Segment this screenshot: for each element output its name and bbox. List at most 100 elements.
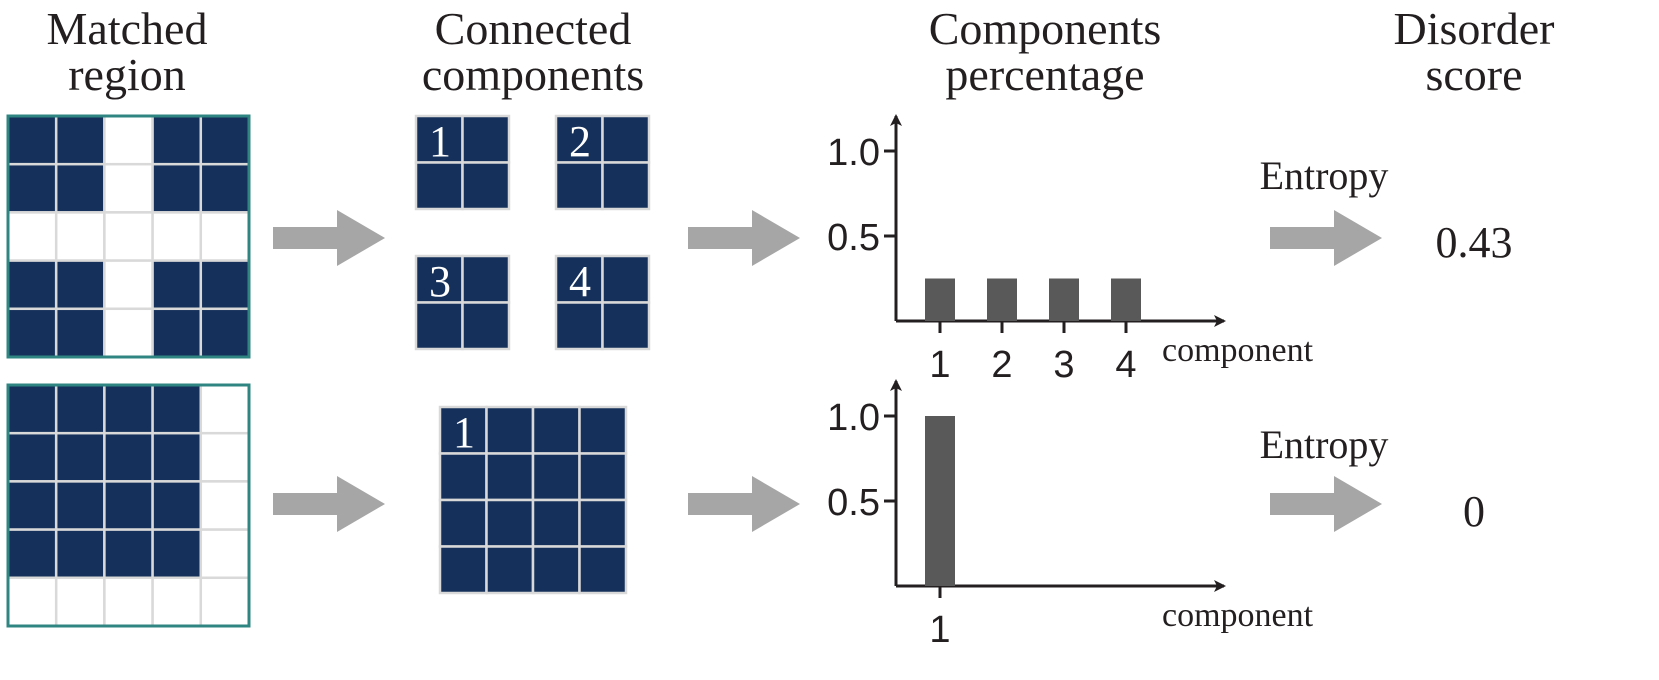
entropy-label: Entropy bbox=[1260, 153, 1389, 198]
filled-cell bbox=[54, 431, 106, 483]
empty-cell bbox=[199, 211, 251, 262]
x-tick-label: 3 bbox=[1053, 344, 1074, 386]
header-line-2: score bbox=[1425, 49, 1523, 100]
bar bbox=[1111, 278, 1141, 321]
empty-cell bbox=[103, 162, 154, 214]
filled-cell bbox=[151, 114, 203, 166]
filled-cell bbox=[438, 545, 488, 595]
filled-cell bbox=[485, 498, 535, 548]
filled-cell bbox=[6, 528, 58, 580]
filled-cell bbox=[151, 480, 203, 531]
y-tick-label: 1.0 bbox=[827, 397, 880, 439]
header-line-2: percentage bbox=[945, 49, 1145, 100]
filled-cell bbox=[151, 431, 203, 483]
header-line-2: components bbox=[421, 49, 645, 100]
filled-cell bbox=[601, 254, 651, 304]
arrow-to-percentage bbox=[688, 476, 800, 532]
filled-cell bbox=[578, 452, 628, 502]
header-line-1: Matched bbox=[46, 3, 208, 54]
component-label: 4 bbox=[569, 257, 591, 306]
empty-cell bbox=[199, 576, 251, 628]
filled-cell bbox=[103, 431, 154, 483]
filled-cell bbox=[6, 259, 58, 311]
entropy-label: Entropy bbox=[1260, 422, 1389, 467]
filled-cell bbox=[151, 528, 203, 580]
filled-cell bbox=[531, 452, 581, 502]
disorder-score-value: 0.43 bbox=[1436, 218, 1513, 267]
region-border bbox=[6, 114, 251, 359]
filled-cell bbox=[199, 162, 251, 214]
empty-cell bbox=[199, 528, 251, 580]
filled-cell bbox=[6, 431, 58, 483]
empty-cell bbox=[6, 211, 58, 262]
filled-cell bbox=[103, 528, 154, 580]
filled-cell bbox=[6, 114, 58, 166]
empty-cell bbox=[103, 259, 154, 311]
filled-cell bbox=[578, 545, 628, 595]
region-border bbox=[6, 383, 251, 628]
filled-cell bbox=[199, 259, 251, 311]
empty-cell bbox=[199, 480, 251, 531]
header-line-1: Components bbox=[928, 3, 1162, 54]
filled-cell bbox=[438, 498, 488, 548]
header-components-percentage: Components percentage bbox=[890, 6, 1200, 98]
percentage-bar-chart-2: 0.5 1.0 1 component bbox=[827, 379, 1314, 651]
filled-cell bbox=[485, 452, 535, 502]
header-line-2: region bbox=[68, 49, 186, 100]
filled-cell bbox=[531, 545, 581, 595]
arrow-to-score bbox=[1270, 476, 1382, 532]
x-axis-label: component bbox=[1162, 332, 1314, 369]
empty-cell bbox=[103, 114, 154, 166]
header-matched-region: Matched region bbox=[0, 6, 254, 98]
component-label: 3 bbox=[429, 257, 451, 306]
component-1: 1 bbox=[414, 114, 511, 211]
filled-cell bbox=[554, 114, 604, 164]
filled-cell bbox=[601, 301, 651, 351]
bar bbox=[987, 278, 1017, 321]
arrow-to-components bbox=[273, 476, 385, 532]
disorder-score-value: 0 bbox=[1463, 487, 1485, 536]
component-label: 1 bbox=[429, 117, 451, 166]
x-axis-label: component bbox=[1162, 597, 1314, 634]
filled-cell bbox=[151, 383, 203, 435]
arrow-to-components bbox=[273, 210, 385, 266]
filled-cell bbox=[199, 307, 251, 359]
bar bbox=[925, 416, 955, 586]
filled-cell bbox=[54, 259, 106, 311]
empty-cell bbox=[151, 576, 203, 628]
filled-cell bbox=[531, 498, 581, 548]
arrow-to-percentage bbox=[688, 210, 800, 266]
filled-cell bbox=[461, 161, 511, 211]
filled-cell bbox=[151, 162, 203, 214]
x-tick-label: 2 bbox=[991, 344, 1012, 386]
filled-cell bbox=[554, 301, 604, 351]
x-tick-label: 1 bbox=[929, 609, 950, 651]
header-line-1: Connected bbox=[434, 3, 632, 54]
bar bbox=[1049, 278, 1079, 321]
empty-cell bbox=[199, 431, 251, 483]
component-3: 3 bbox=[414, 254, 511, 351]
component-label: 1 bbox=[453, 408, 475, 457]
y-tick-label: 0.5 bbox=[827, 482, 880, 524]
filled-cell bbox=[6, 162, 58, 214]
y-tick-label: 0.5 bbox=[827, 217, 880, 259]
filled-cell bbox=[151, 307, 203, 359]
filled-cell bbox=[601, 161, 651, 211]
empty-cell bbox=[151, 211, 203, 262]
filled-cell bbox=[6, 383, 58, 435]
bar bbox=[925, 278, 955, 321]
filled-cell bbox=[54, 383, 106, 435]
component-1: 1 bbox=[438, 405, 628, 595]
filled-cell bbox=[578, 405, 628, 455]
empty-cell bbox=[103, 211, 154, 262]
filled-cell bbox=[461, 301, 511, 351]
x-tick-label: 1 bbox=[929, 344, 950, 386]
filled-cell bbox=[54, 162, 106, 214]
matched-region-grid-1 bbox=[6, 114, 251, 359]
filled-cell bbox=[6, 307, 58, 359]
filled-cell bbox=[54, 307, 106, 359]
component-label: 2 bbox=[569, 117, 591, 166]
filled-cell bbox=[6, 480, 58, 531]
